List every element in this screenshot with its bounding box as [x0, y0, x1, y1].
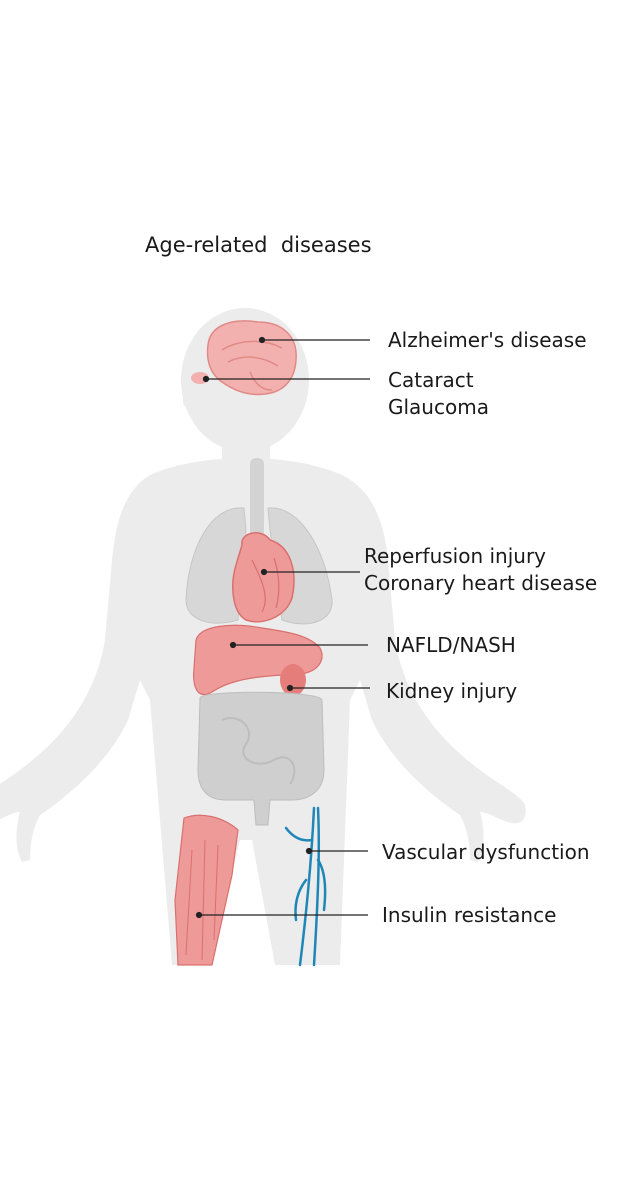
trachea [250, 458, 264, 538]
kidney [280, 664, 306, 696]
label-glaucoma: Glaucoma [388, 394, 489, 420]
label-kidney: Kidney injury [386, 678, 517, 704]
diagram-title: Age-related diseases [145, 231, 372, 259]
thigh-muscle [175, 815, 238, 965]
label-nafld: NAFLD/NASH [386, 632, 516, 658]
label-alzheimers: Alzheimer's disease [388, 327, 587, 353]
label-coronary: Coronary heart disease [364, 570, 597, 596]
label-cataract: Cataract [388, 367, 474, 393]
label-insulin: Insulin resistance [382, 902, 556, 928]
label-reperfusion: Reperfusion injury [364, 543, 546, 569]
label-vascular: Vascular dysfunction [382, 839, 590, 865]
